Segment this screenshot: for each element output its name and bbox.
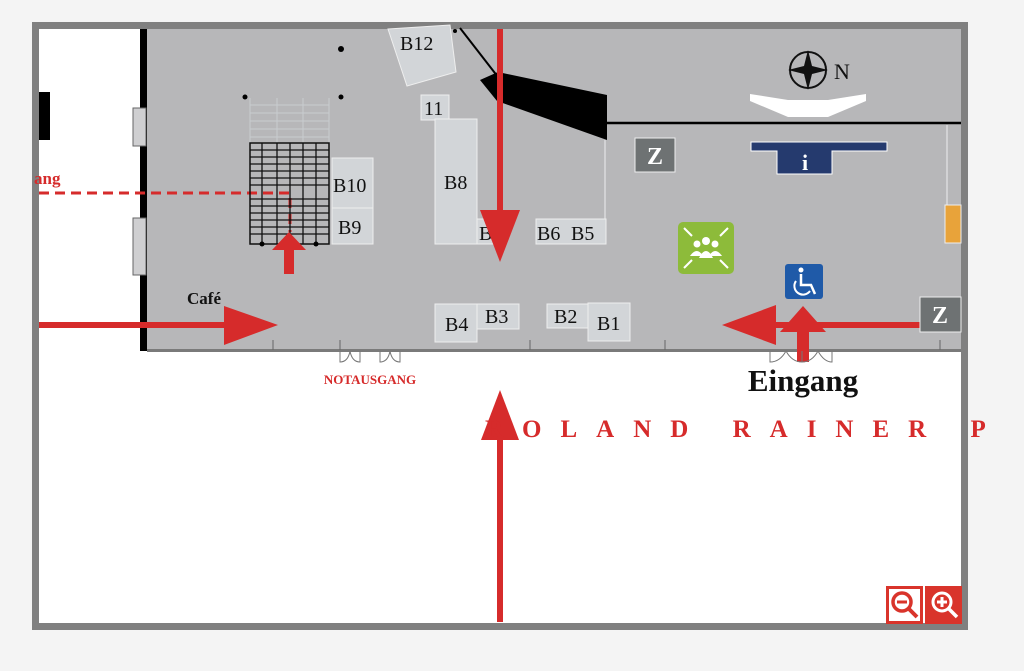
storage-z-2: Z <box>919 296 962 333</box>
booth-label: B4 <box>445 314 468 336</box>
booth-label: B6 <box>537 223 560 245</box>
booth-label: B8 <box>444 172 467 194</box>
booth-label: 11 <box>424 98 443 120</box>
booth-label: B5 <box>571 223 594 245</box>
svg-text:i: i <box>802 150 808 175</box>
bench <box>750 94 866 117</box>
window-left-2 <box>132 217 147 276</box>
cafe-label: Café <box>187 289 221 308</box>
left-wall <box>140 29 147 351</box>
wall-ticks <box>272 340 941 350</box>
compass-icon <box>788 50 828 90</box>
booth-11 <box>420 94 450 121</box>
ramp-block <box>480 72 607 140</box>
assembly-point-icon <box>678 222 734 274</box>
zoom-out-icon <box>889 589 920 621</box>
route-arrows <box>39 29 961 622</box>
zoom-in-icon <box>931 591 959 619</box>
wheelchair-icon <box>785 264 823 299</box>
booth-b1 <box>587 302 631 342</box>
booth-b2 <box>546 303 590 329</box>
svg-text:Z: Z <box>647 144 663 170</box>
emergency-exit-label: NOTAUSGANG <box>324 372 416 387</box>
eingang-partial-label: ang <box>34 169 61 188</box>
booth-label: B9 <box>338 217 361 239</box>
pillar-left <box>39 92 50 140</box>
booth-label: B1 <box>597 313 620 335</box>
street-label: ROLAND RAINER P <box>485 416 1005 443</box>
booth-label: B12 <box>400 33 433 55</box>
booth-b8 <box>434 118 478 245</box>
booth-b10 <box>331 157 374 209</box>
north-label: N <box>834 59 850 84</box>
booth-b6-b5 <box>535 218 607 245</box>
booth-b3 <box>476 303 520 330</box>
ramp-line <box>459 27 499 78</box>
storage-z-1: Z <box>634 137 676 173</box>
booth-b12 <box>387 24 457 87</box>
window-left-1 <box>132 107 147 147</box>
info-desk: i <box>750 141 888 175</box>
orange-booth <box>944 204 962 244</box>
booth-label: B10 <box>333 175 366 197</box>
staircase-icon <box>249 98 330 245</box>
zoom-out-button[interactable] <box>886 586 923 624</box>
booth-b9 <box>331 207 374 245</box>
booth-label: B3 <box>485 306 508 328</box>
entrance-label: Eingang <box>748 363 859 398</box>
svg-text:Z: Z <box>932 303 948 329</box>
bottom-wall <box>147 349 961 352</box>
zoom-in-button[interactable] <box>925 586 962 624</box>
booth-label: B2 <box>554 306 577 328</box>
emergency-exit-doors <box>339 349 833 363</box>
booth-b4 <box>434 303 478 343</box>
